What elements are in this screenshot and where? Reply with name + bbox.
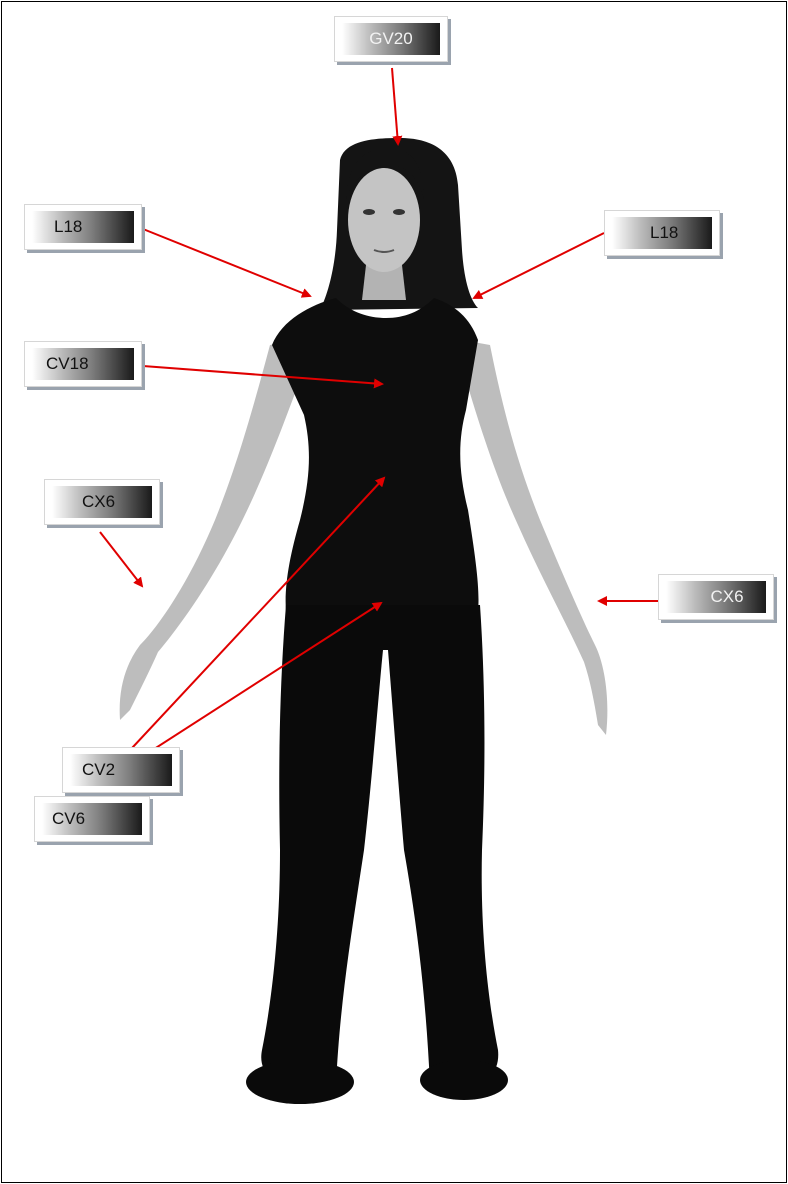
figure-eye-left [363,209,375,215]
figure-right-arm [462,340,607,735]
figure-left-foot [246,1060,354,1104]
figure-eye-right [393,209,405,215]
label-cv2-text: CV2 [70,754,172,786]
label-cv6: CV6 [34,796,150,842]
label-cx6-left: CX6 [44,479,160,525]
figure-left-arm [120,340,300,720]
label-l18-left: L18 [24,204,142,250]
figure-right-foot [420,1060,508,1100]
label-cv18-text: CV18 [32,348,134,380]
figure-face [348,168,420,272]
label-l18-left-text: L18 [32,211,134,243]
label-gv20: GV20 [334,16,448,62]
label-gv20-text: GV20 [342,23,440,55]
arrow-cx6-left [100,532,142,586]
figure-pants [261,605,498,1085]
label-cx6-left-text: CX6 [52,486,152,518]
label-cx6-right: CX6 [658,574,774,620]
label-cv18: CV18 [24,341,142,387]
arrow-gv20 [392,68,398,144]
arrow-l18-right [474,233,604,298]
label-l18-right: L18 [604,210,720,256]
label-l18-right-text: L18 [612,217,712,249]
label-cx6-right-text: CX6 [666,581,766,613]
label-cv6-text: CV6 [42,803,142,835]
arrow-l18-left [143,229,310,296]
label-cv2: CV2 [62,747,180,793]
